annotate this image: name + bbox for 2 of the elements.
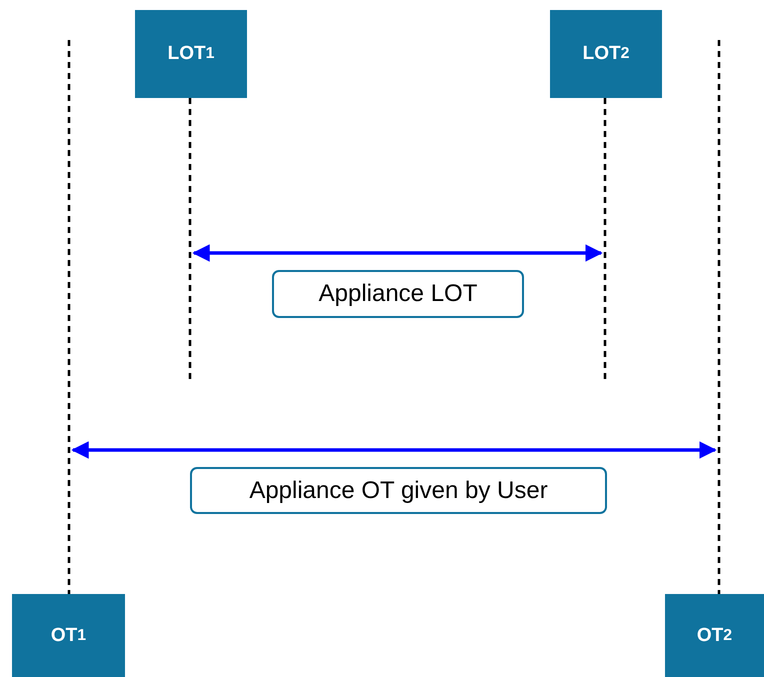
interval-label: Appliance LOT xyxy=(272,270,524,318)
interval-label: Appliance OT given by User xyxy=(190,467,607,514)
